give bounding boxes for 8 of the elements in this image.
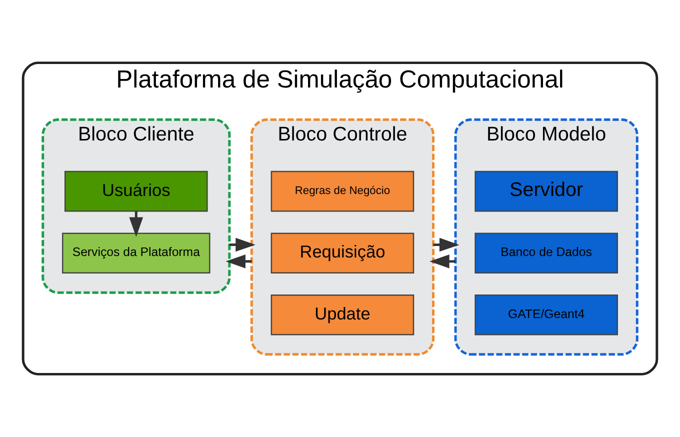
node-box: Requisição bbox=[270, 232, 414, 274]
node-box: Banco de Dados bbox=[474, 232, 618, 274]
node-box: Update bbox=[270, 294, 414, 336]
node-box: Servidor bbox=[474, 170, 618, 212]
node-box: GATE/Geant4 bbox=[474, 294, 618, 336]
node-box: Serviços da Plataforma bbox=[62, 232, 210, 274]
node-box: Regras de Negócio bbox=[270, 170, 414, 212]
node-box: Usuários bbox=[64, 170, 208, 212]
